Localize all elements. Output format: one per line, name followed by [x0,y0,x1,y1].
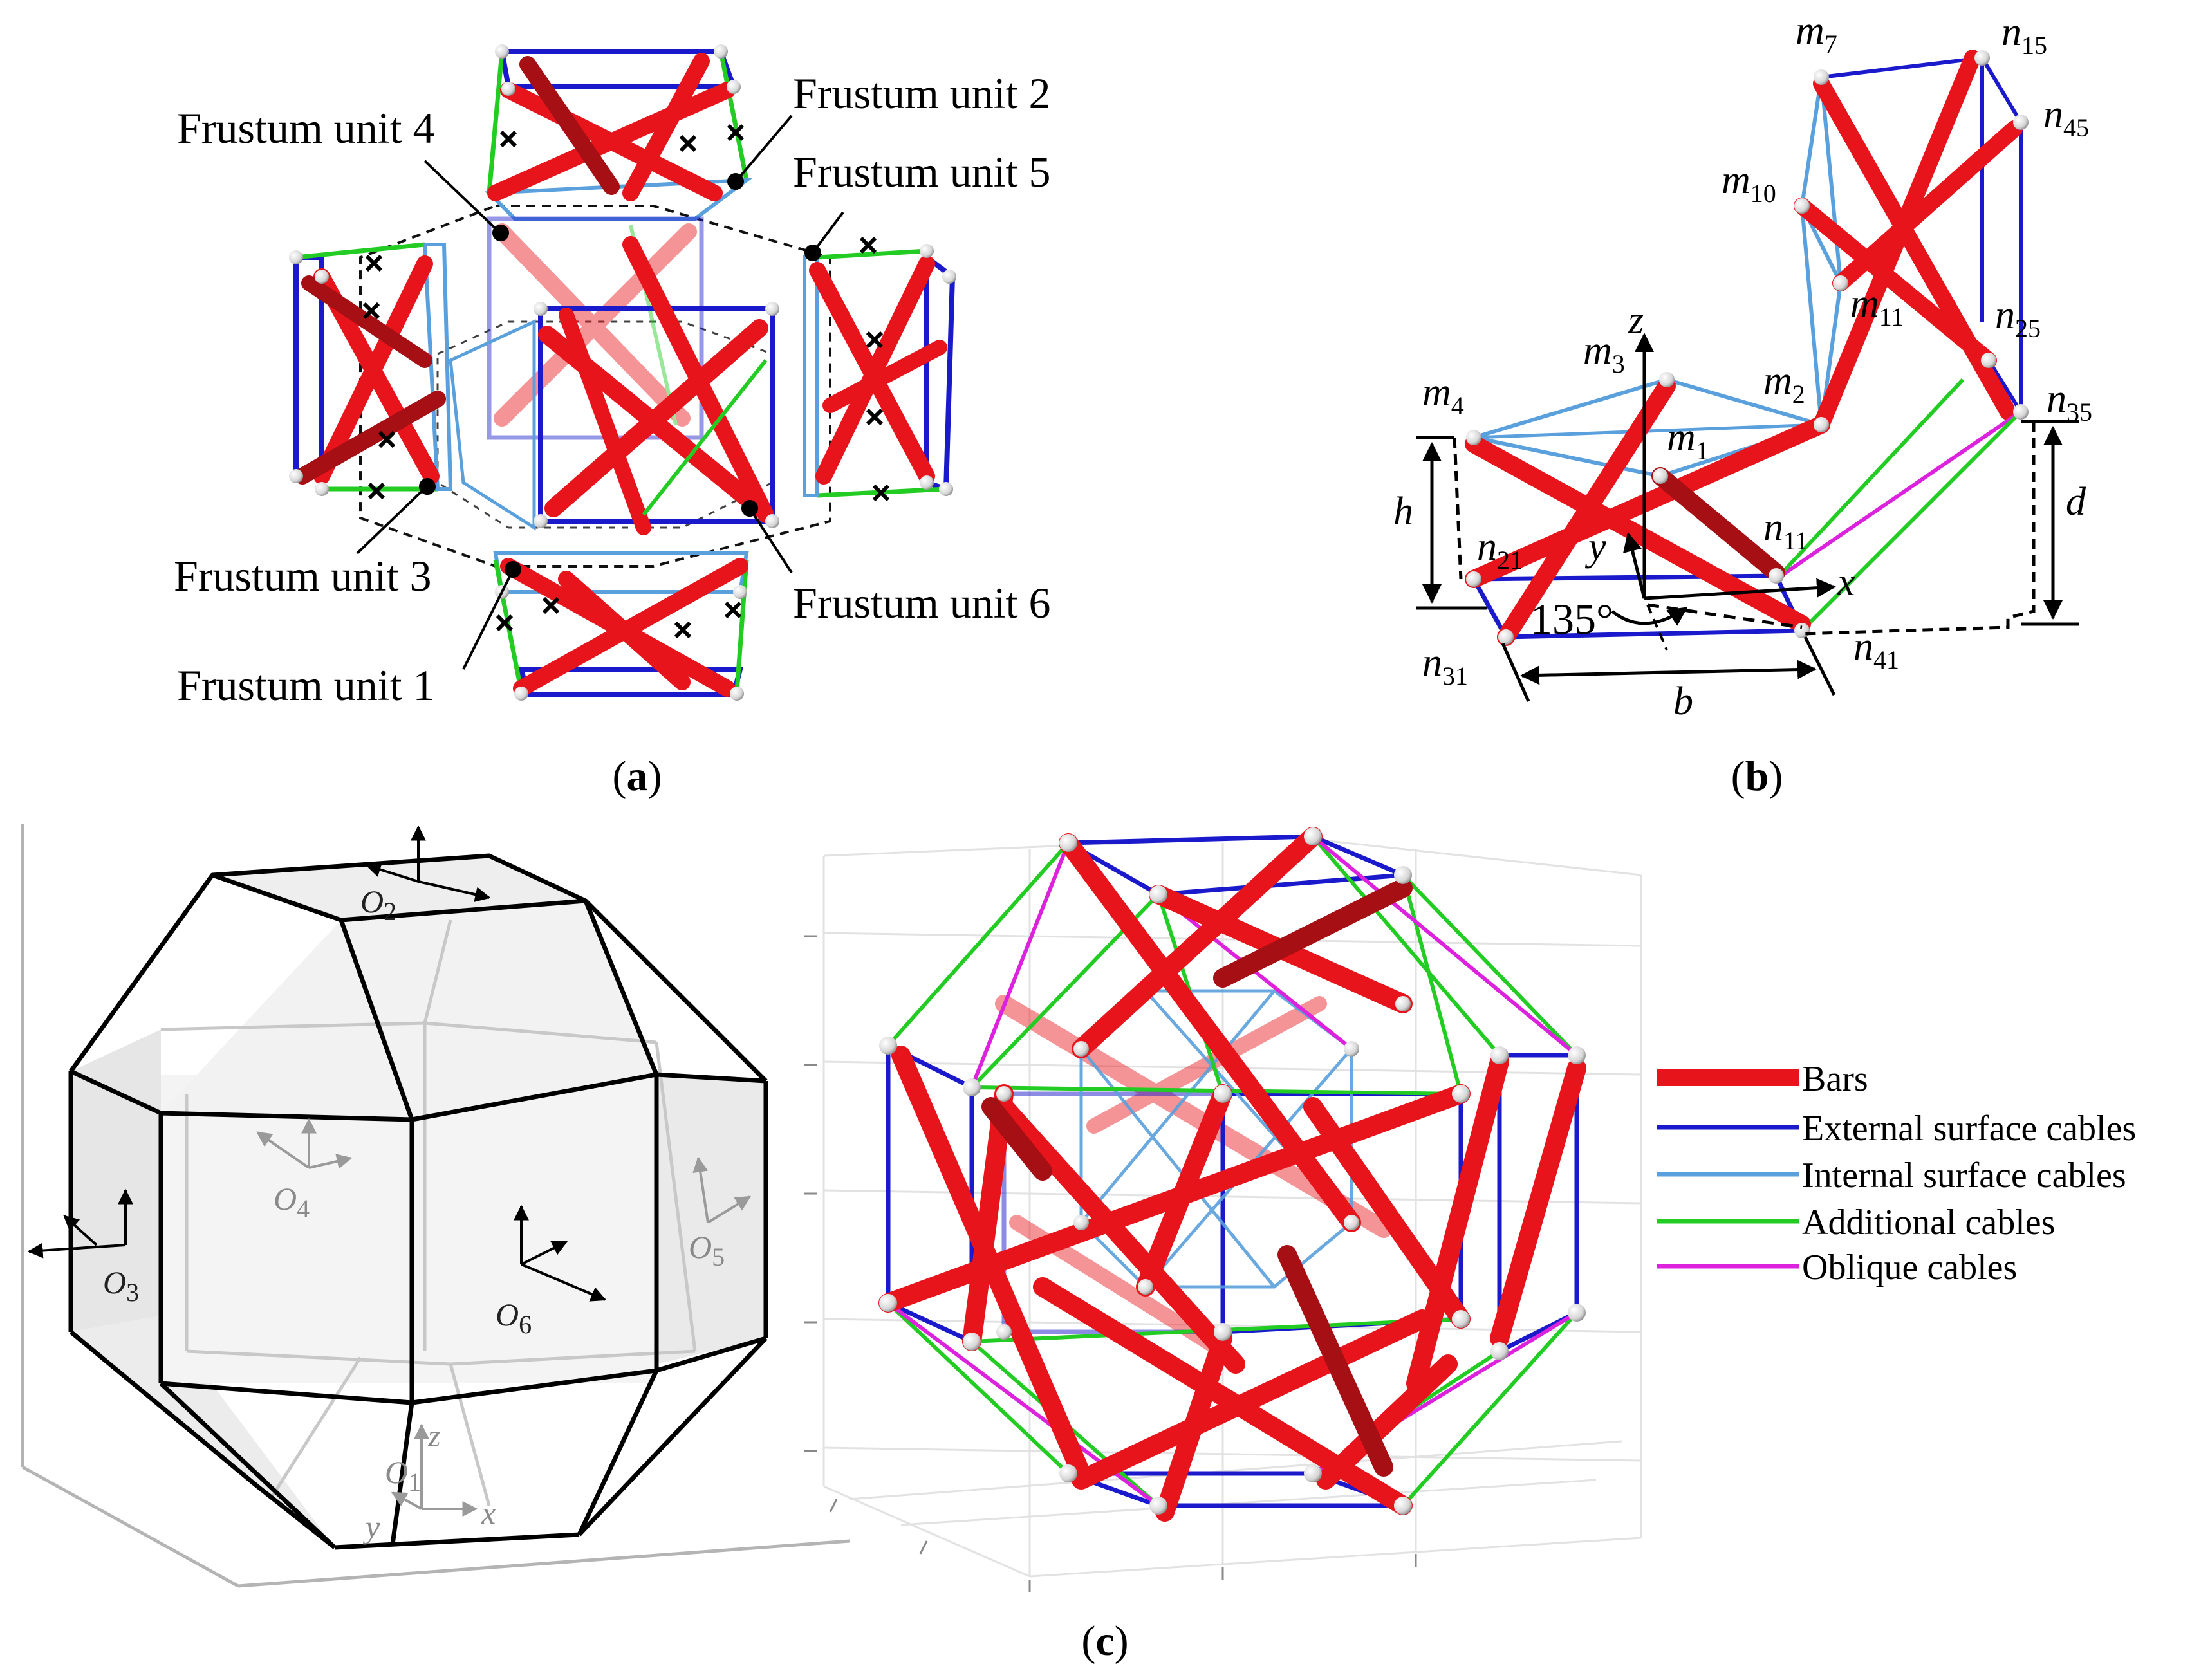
legend-item-bars: Bars [1657,1059,1868,1099]
legend-label-oblique: Oblique cables [1802,1248,2017,1288]
legend-label-bars: Bars [1802,1059,1868,1099]
frame-o4: O4 [256,1118,353,1223]
dim-d-label: d [2066,480,2086,524]
node-label-m2: m2 [1763,359,1805,409]
frame-o5: O5 [689,1156,752,1271]
frame-o1: O1 z x y [362,1417,496,1545]
origin-label-o2: O2 [360,883,396,926]
frame-o3: O3 [27,1188,139,1307]
legend-label-additional: Additional cables [1802,1203,2055,1242]
legend-item-external: External surface cables [1657,1109,2136,1149]
panel-b-single-unit: z x y 135° h d b m7 n15 n45 m10 m11 n25 … [1393,9,2092,800]
legend: Bars External surface cables Internal su… [1657,1059,2136,1288]
angle-arc [1611,606,1688,626]
node-label-n11: n11 [1763,506,1808,555]
origin-label-o5: O5 [689,1229,725,1271]
frustum-left [293,242,453,492]
panel-a-nodes [289,44,956,701]
panel-c-polyhedron: O2 O4 O5 O3 O6 O1 [21,824,850,1588]
o1-axis-y-label: y [362,1509,380,1545]
origin-label-o1: O1 [385,1454,421,1497]
node-label-m4: m4 [1422,371,1464,420]
axis-y-arrow [1622,532,1646,599]
node-label-n31: n31 [1422,641,1468,690]
label-frustum-unit-4: Frustum unit 4 [177,104,435,152]
legend-label-external: External surface cables [1802,1109,2136,1149]
cross-marks [362,124,890,639]
node-label-m11: m11 [1850,282,1904,331]
node-label-n25: n25 [1995,293,2041,343]
origin-label-o3: O3 [103,1264,139,1307]
leader-lines [356,115,844,670]
axis-z-label: z [1628,299,1644,342]
legend-label-internal: Internal surface cables [1802,1156,2126,1195]
caption-a: (a) [613,753,662,800]
panel-b-nodes [1466,50,2029,645]
legend-item-oblique: Oblique cables [1657,1248,2017,1288]
node-label-m3: m3 [1583,329,1625,378]
frustum-bottom [493,551,749,697]
o1-axis-x-label: x [481,1495,496,1531]
node-label-n41: n41 [1853,625,1899,674]
node-label-m10: m10 [1722,158,1776,208]
caption-c: (c) [1081,1618,1128,1665]
label-frustum-unit-6: Frustum unit 6 [793,578,1051,627]
angle-label: 135° [1530,595,1613,643]
axis-x-label: x [1837,560,1855,604]
frustum-right [803,248,956,498]
label-frustum-unit-1: Frustum unit 1 [177,661,435,710]
dim-b-label: b [1673,679,1693,723]
node-label-n15: n15 [2001,10,2047,60]
node-label-n35: n35 [2047,377,2092,427]
legend-item-additional: Additional cables [1657,1203,2055,1242]
frustum-front [449,236,775,535]
caption-b: (b) [1731,753,1783,800]
frame-o6: O6 [496,1205,607,1339]
node-label-m7: m7 [1796,9,1837,59]
legend-item-internal: Internal surface cables [1657,1156,2126,1195]
label-frustum-unit-5: Frustum unit 5 [793,147,1051,196]
frame-o2: O2 [360,825,491,926]
origin-label-o6: O6 [496,1297,532,1339]
axis-y-label: y [1584,525,1606,569]
o1-axis-z-label: z [427,1417,440,1454]
label-frustum-unit-2: Frustum unit 2 [793,69,1051,118]
dim-h-label: h [1393,490,1413,533]
node-label-n45: n45 [2043,93,2089,142]
label-frustum-unit-3: Frustum unit 3 [174,551,432,600]
axis-x-arrow [1644,578,1836,600]
origin-label-o4: O4 [274,1181,310,1223]
frustum-top [485,49,753,221]
panel-c-tensegrity [804,827,1642,1592]
node-label-n21: n21 [1477,525,1523,575]
panel-a-frustum-assembly: Frustum unit 4 Frustum unit 2 Frustum un… [174,44,1051,800]
panel-c-nodes [879,827,1586,1515]
node-label-m1: m1 [1667,416,1709,465]
dashed-octagon [359,205,831,568]
